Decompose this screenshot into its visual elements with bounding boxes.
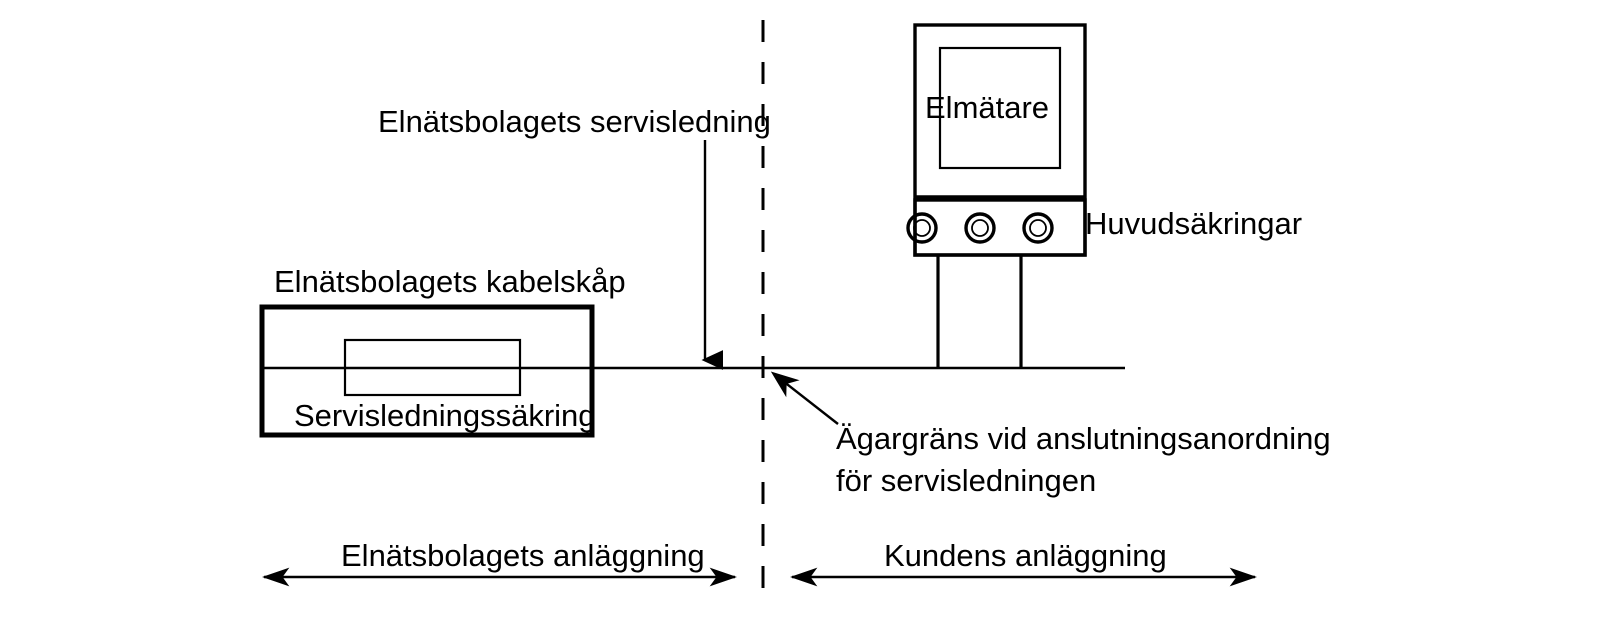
fuse-outer-ring (906, 212, 938, 244)
ownership-boundary-label-line2: för servisledningen (836, 463, 1097, 498)
fuse-inner-ring (913, 219, 931, 237)
customer-installation-label: Kundens anläggning (884, 538, 1167, 573)
main-fuse-2 (964, 212, 996, 244)
service-line-label: Elnätsbolagets servisledning (378, 104, 771, 139)
main-fuse-3 (1022, 212, 1054, 244)
main-fuse-1 (906, 212, 938, 244)
fuse-inner-ring (1029, 219, 1047, 237)
main-fuse-panel (913, 198, 1087, 257)
cable-cabinet-box (259, 304, 595, 438)
ownership-boundary-callout-arrow (770, 371, 839, 425)
main-fuses-label: Huvudsäkringar (1085, 206, 1303, 241)
electricity-meter-label: Elmätare (925, 90, 1050, 125)
service-line-fuse-label: Servisledningssäkring (294, 398, 596, 433)
fuse-outer-ring (964, 212, 996, 244)
meter-display-window (938, 46, 1062, 170)
service-line-fuse-box (343, 338, 522, 397)
grid-company-installation-label: Elnätsbolagets anläggning (341, 538, 705, 573)
fuse-outer-ring (1022, 212, 1054, 244)
ownership-boundary-label-line1: Ägargräns vid anslutningsanordning (836, 421, 1331, 456)
cable-cabinet-label: Elnätsbolagets kabelskåp (274, 264, 626, 299)
fuse-inner-ring (971, 219, 989, 237)
